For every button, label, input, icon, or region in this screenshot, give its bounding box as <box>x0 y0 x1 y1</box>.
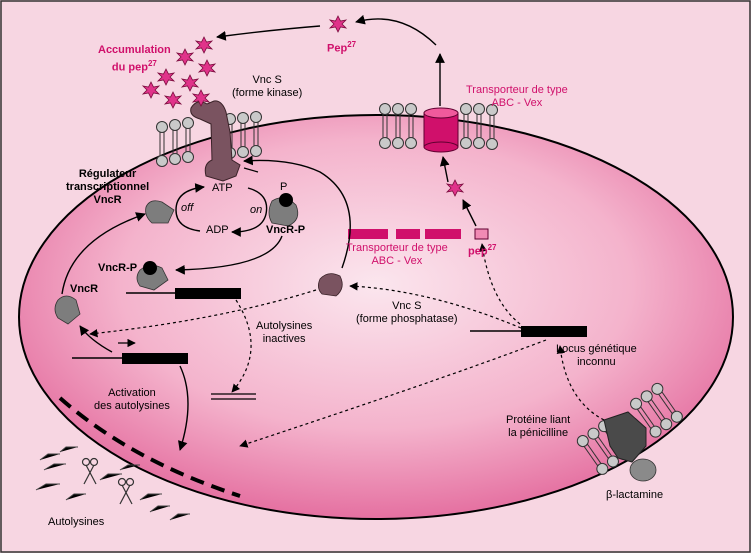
dashed-pbp-to-locus <box>556 345 605 421</box>
vncrp-target-gene <box>175 288 241 299</box>
arrow-precursor-to-pep <box>462 199 477 227</box>
label-vncrp-1: VncR-P <box>266 224 306 236</box>
label-vncrp-2: VncR-P <box>98 262 138 274</box>
arrow-vncrp-to-gene <box>175 235 283 275</box>
label-vncr: VncR <box>70 283 99 295</box>
vncr-protein-left <box>54 295 81 325</box>
label-off: off <box>181 202 194 214</box>
arrow-vncr-to-regulator <box>61 212 146 295</box>
abc-vex-transporter-icon <box>423 107 459 153</box>
label-autolysines-bottom: Autolysines <box>48 516 105 528</box>
cell-wall-fragments <box>35 446 190 521</box>
pep27-precursor-square <box>474 228 489 240</box>
arrow-pep-to-transporter <box>439 156 450 183</box>
kinase-to-atp <box>243 167 259 173</box>
arrow-gene-to-vncr <box>79 325 113 353</box>
dashed-locus-to-pep <box>478 243 521 325</box>
scissors-icon-2 <box>117 477 135 505</box>
label-pep27-inner: pep27 <box>468 243 497 258</box>
label-on: on <box>250 204 263 216</box>
arrow-to-accumulation <box>216 25 321 41</box>
label-vncs-kinase: Vnc S(forme kinase) <box>232 74 303 99</box>
phosphate-dot-2 <box>143 261 157 275</box>
phosphate-dot-1 <box>279 193 293 207</box>
damaged-cell-wall <box>58 396 241 498</box>
label-adp: ADP <box>206 224 229 236</box>
arrow-atp-to-adp <box>231 187 268 237</box>
vncs-phosphatase-shape <box>318 273 343 297</box>
bacterial-cell <box>18 114 734 520</box>
vncs-kinase-shape <box>190 100 241 182</box>
transporter-gene-boxes <box>348 229 461 239</box>
dashed-phosphatase-to-vncr <box>89 289 317 338</box>
beta-lactam-molecule <box>629 458 657 482</box>
pbp-protein <box>603 411 647 463</box>
label-beta-lactamine: β-lactamine <box>606 489 664 501</box>
label-p: P <box>280 181 288 193</box>
arrow-phosphatase-to-kinase <box>243 155 351 269</box>
label-atp: ATP <box>212 182 233 194</box>
arrow-activation <box>178 365 189 451</box>
label-pep-top: Pep27 <box>327 40 357 55</box>
autolysin-gene <box>122 353 188 364</box>
label-vncs-phosphatase: Vnc S(forme phosphatase) <box>356 300 458 325</box>
dashed-locus-to-autolysines <box>239 339 547 448</box>
dashed-locus-to-phosphatase <box>349 282 522 329</box>
arrow-to-pep <box>355 14 437 46</box>
unknown-locus-gene <box>521 326 587 337</box>
scissors-icon-1 <box>81 457 99 485</box>
arrow-adp-to-atp <box>175 183 205 232</box>
